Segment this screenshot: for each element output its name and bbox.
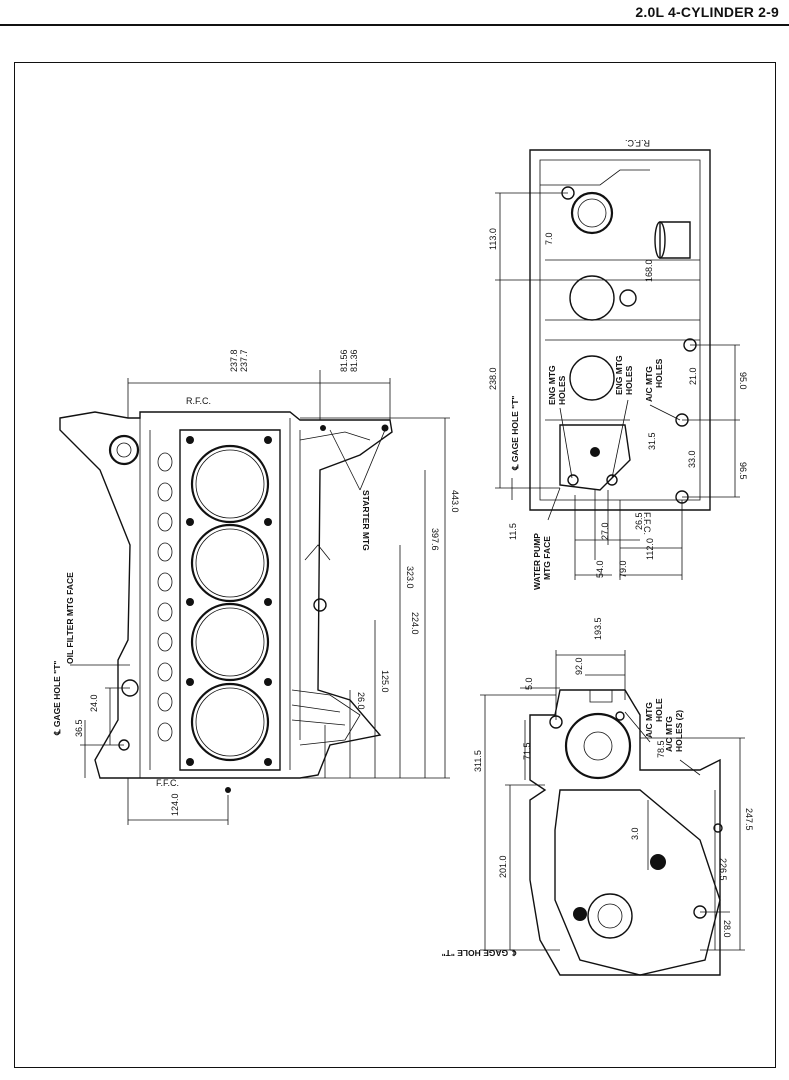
dim-112-0: 112.0: [645, 538, 655, 560]
dim-79-0: 79.0: [618, 560, 628, 578]
dim-33-0: 33.0: [687, 450, 697, 468]
bottom-view: 237.8 237.7 81.56 81.36 R.F.C. F.F.C. 44…: [52, 349, 460, 825]
dim-81-56: 81.56: [339, 349, 349, 372]
dim-224-0: 224.0: [410, 612, 420, 635]
dim-226-5: 226.5: [718, 858, 728, 881]
label-ac-mtg-holes-2b: HOLES (2): [674, 710, 684, 752]
dim-193-5: 193.5: [593, 617, 603, 640]
dim-201-0: 201.0: [498, 855, 508, 878]
dim-26-5: 26.5: [634, 512, 644, 530]
dim-323-0: 323.0: [405, 566, 415, 589]
label-ac-mtg-holes-b: HOLES: [654, 358, 664, 388]
label-eng-mtg-holes-1: ENG MTG: [547, 365, 557, 405]
dim-238-0: 238.0: [488, 367, 498, 390]
dim-26-0: 26.0: [356, 692, 366, 710]
label-gage-hole-bottom-right: ℄ GAGE HOLE "T": [442, 948, 517, 958]
dim-397-6: 397.6: [430, 528, 440, 551]
label-water-pump: WATER PUMP: [532, 533, 542, 590]
label-eng-mtg-holes-2: ENG MTG: [614, 355, 624, 395]
label-ac-mtg-hole: A/C MTG: [644, 702, 654, 738]
dim-125-0: 125.0: [380, 670, 390, 693]
header-rule: [0, 24, 789, 26]
dim-95-0: 95.0: [738, 372, 748, 390]
dim-168-0: 168.0: [644, 259, 654, 282]
dim-3-0: 3.0: [630, 827, 640, 840]
dim-21-0: 21.0: [688, 367, 698, 385]
dim-81-36: 81.36: [349, 349, 359, 372]
page-header-title: 2.0L 4-CYLINDER 2-9: [635, 4, 779, 20]
dim-36-5: 36.5: [74, 719, 84, 737]
dim-237-7: 237.7: [239, 349, 249, 372]
dim-11-5: 11.5: [508, 523, 518, 540]
dim-28-0: 28.0: [722, 920, 732, 938]
label-ac-mtg-holes: A/C MTG: [644, 366, 654, 402]
dim-124-0: 124.0: [170, 793, 180, 816]
label-gage-hole-top-right: ℄ GAGE HOLE "T": [510, 396, 520, 471]
dim-311-5: 311.5: [473, 750, 483, 772]
dim-7-0: 7.0: [544, 232, 554, 245]
label-oil-filter-mtg-face: OIL FILTER MTG FACE: [65, 572, 75, 664]
label-eng-mtg-holes-2b: HOLES: [624, 365, 634, 395]
dim-71-5: 71.5: [522, 742, 532, 760]
dim-113-0: 113.0: [488, 228, 498, 250]
dim-96-5: 96.5: [738, 462, 748, 480]
dim-27-0: 27.0: [600, 522, 610, 540]
top-right-view: R.F.C. F.F.C. 113.0 7.0 168.0 238.0 95.0…: [488, 138, 748, 590]
dim-92-0: 92.0: [574, 657, 584, 675]
dim-237-8: 237.8: [229, 349, 239, 372]
figure-frame: [14, 62, 776, 1068]
ref-ffc-top-right: F.F.C.: [642, 512, 652, 535]
label-eng-mtg-holes-1b: HOLES: [557, 375, 567, 405]
label-ac-mtg-hole-b: HOLE: [654, 698, 664, 722]
label-gage-hole-bottom-view: ℄ GAGE HOLE "T": [52, 661, 62, 736]
ref-rfc-bottom-view: R.F.C.: [186, 396, 211, 406]
label-water-pump-b: MTG FACE: [542, 536, 552, 580]
dim-247-5: 247.5: [744, 808, 754, 831]
label-starter-mtg: STARTER MTG: [361, 490, 371, 551]
bottom-right-view: 193.5 92.0 5.0 311.5 71.5 201.0 247.5 22…: [442, 617, 754, 976]
label-ac-mtg-holes-2: A/C MTG: [664, 716, 674, 752]
ref-ffc-bottom-view: F.F.C.: [156, 778, 179, 788]
dim-31-5: 31.5: [647, 432, 657, 450]
dim-24-0: 24.0: [89, 694, 99, 712]
dim-5-0: 5.0: [524, 677, 534, 690]
ref-rfc-top-right: R.F.C.: [625, 138, 650, 148]
dim-78-5: 78.5: [656, 740, 666, 758]
dim-54-0: 54.0: [595, 560, 605, 578]
dim-443-0: 443.0: [450, 490, 460, 513]
